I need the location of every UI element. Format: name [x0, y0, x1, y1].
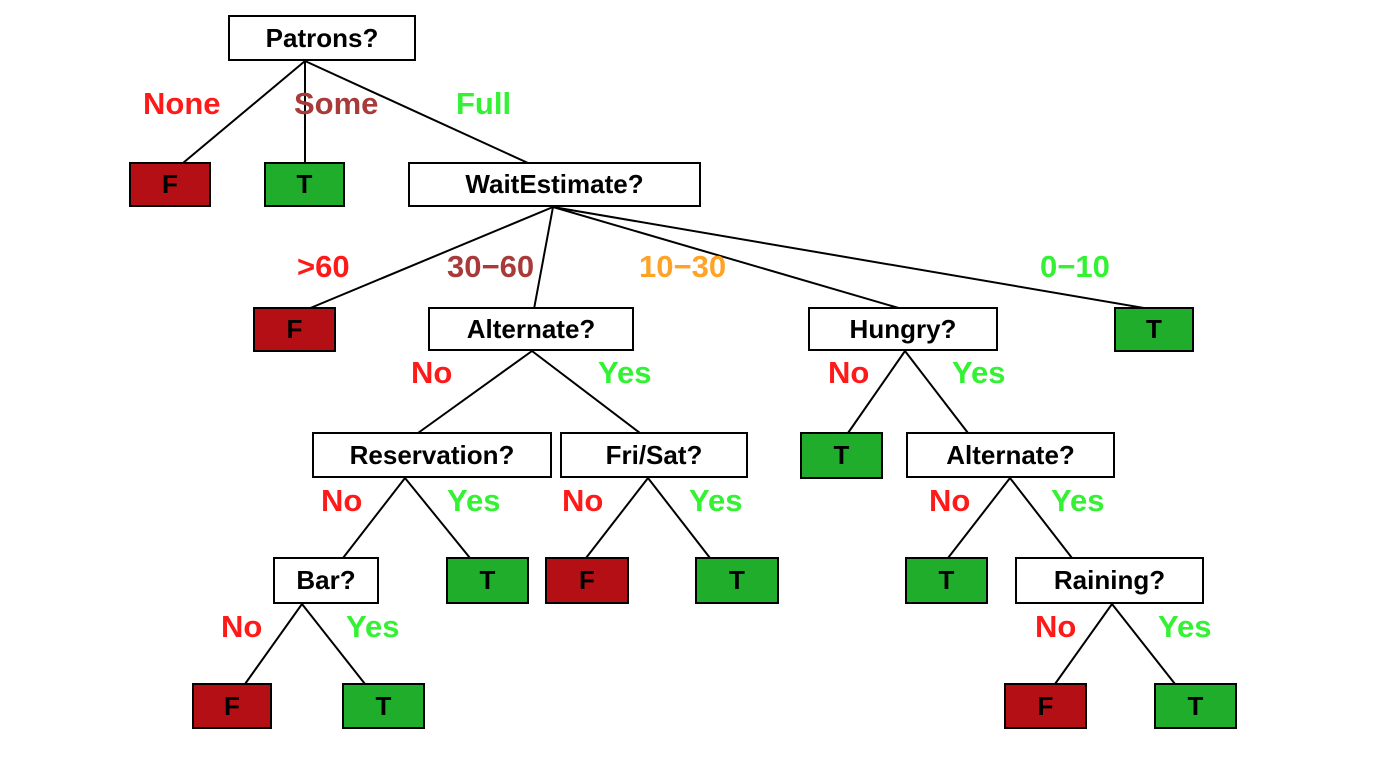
edge-alternate2-no — [947, 477, 1011, 559]
node-alternate-2: Alternate? — [906, 432, 1115, 478]
node-hungry: Hungry? — [808, 307, 998, 351]
leaf-frisat-no-false: F — [545, 557, 629, 604]
label-alternate2-no: No — [929, 483, 971, 518]
label-some: Some — [294, 86, 379, 121]
leaf-0-10-true: T — [1114, 307, 1194, 352]
edge-frisat-no — [585, 477, 649, 559]
edge-raining-yes — [1111, 603, 1176, 685]
edge-patrons-full — [304, 60, 529, 164]
edge-reservation-no — [342, 477, 406, 559]
edge-raining-no — [1054, 603, 1113, 685]
edge-bar-yes — [301, 603, 366, 685]
edge-wait-10-30 — [552, 206, 903, 310]
label-raining-no: No — [1035, 609, 1077, 644]
edge-bar-no — [244, 603, 303, 685]
label-full: Full — [456, 86, 512, 121]
node-alternate-1: Alternate? — [428, 307, 634, 351]
edge-alternate1-no — [417, 350, 533, 434]
label-alternate1-no: No — [411, 355, 453, 390]
label-none: None — [143, 86, 221, 121]
edge-hungry-yes — [904, 350, 969, 434]
edge-alternate1-yes — [531, 350, 641, 434]
leaf-alternate2-no-true: T — [905, 557, 988, 604]
edge-wait-gt60 — [307, 206, 554, 310]
node-fri-sat: Fri/Sat? — [560, 432, 748, 478]
node-patrons: Patrons? — [228, 15, 416, 61]
edge-hungry-no — [847, 350, 906, 434]
label-alternate2-yes: Yes — [1051, 483, 1105, 518]
node-reservation: Reservation? — [312, 432, 552, 478]
leaf-bar-yes-true: T — [342, 683, 425, 729]
label-reservation-no: No — [321, 483, 363, 518]
node-wait-estimate: WaitEstimate? — [408, 162, 701, 207]
node-raining: Raining? — [1015, 557, 1204, 604]
label-hungry-yes: Yes — [952, 355, 1006, 390]
label-frisat-yes: Yes — [689, 483, 743, 518]
label-30-60: 30−60 — [447, 249, 535, 284]
leaf-frisat-yes-true: T — [695, 557, 779, 604]
label-10-30: 10−30 — [639, 249, 727, 284]
edge-wait-30-60 — [533, 206, 554, 310]
leaf-raining-yes-true: T — [1154, 683, 1237, 729]
label-raining-yes: Yes — [1158, 609, 1212, 644]
label-reservation-yes: Yes — [447, 483, 501, 518]
edge-reservation-yes — [404, 477, 471, 559]
edge-frisat-yes — [647, 477, 711, 559]
label-bar-no: No — [221, 609, 263, 644]
leaf-bar-no-false: F — [192, 683, 272, 729]
edge-alternate2-yes — [1009, 477, 1073, 559]
label-frisat-no: No — [562, 483, 604, 518]
leaf-none-false: F — [129, 162, 211, 207]
edge-wait-0-10 — [552, 206, 1151, 310]
label-0-10: 0−10 — [1040, 249, 1110, 284]
label-bar-yes: Yes — [346, 609, 400, 644]
leaf-reservation-yes-true: T — [446, 557, 529, 604]
leaf-gt60-false: F — [253, 307, 336, 352]
label-hungry-no: No — [828, 355, 870, 390]
leaf-hungry-no-true: T — [800, 432, 883, 479]
label-alternate1-yes: Yes — [598, 355, 652, 390]
leaf-some-true: T — [264, 162, 345, 207]
label-gt60: >60 — [297, 249, 350, 284]
node-bar: Bar? — [273, 557, 379, 604]
leaf-raining-no-false: F — [1004, 683, 1087, 729]
edge-patrons-none — [182, 60, 306, 164]
